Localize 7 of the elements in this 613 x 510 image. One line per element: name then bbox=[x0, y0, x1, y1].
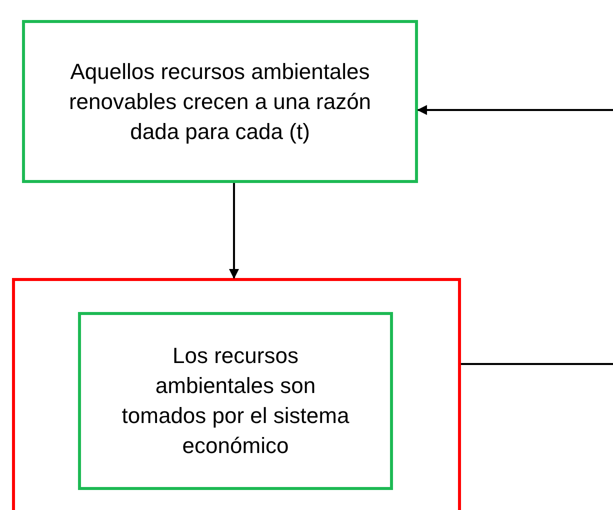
arrow bbox=[229, 183, 239, 279]
container-box bbox=[12, 278, 461, 510]
arrow bbox=[417, 105, 613, 115]
process-box bbox=[22, 20, 418, 183]
process-box bbox=[78, 312, 393, 490]
box-text: Aquellos recursos ambientales renovables crecen a una razón dada para cada (t) bbox=[68, 58, 372, 146]
box-text: Los recursos ambientales son tomados por el sistema económico bbox=[120, 342, 350, 460]
